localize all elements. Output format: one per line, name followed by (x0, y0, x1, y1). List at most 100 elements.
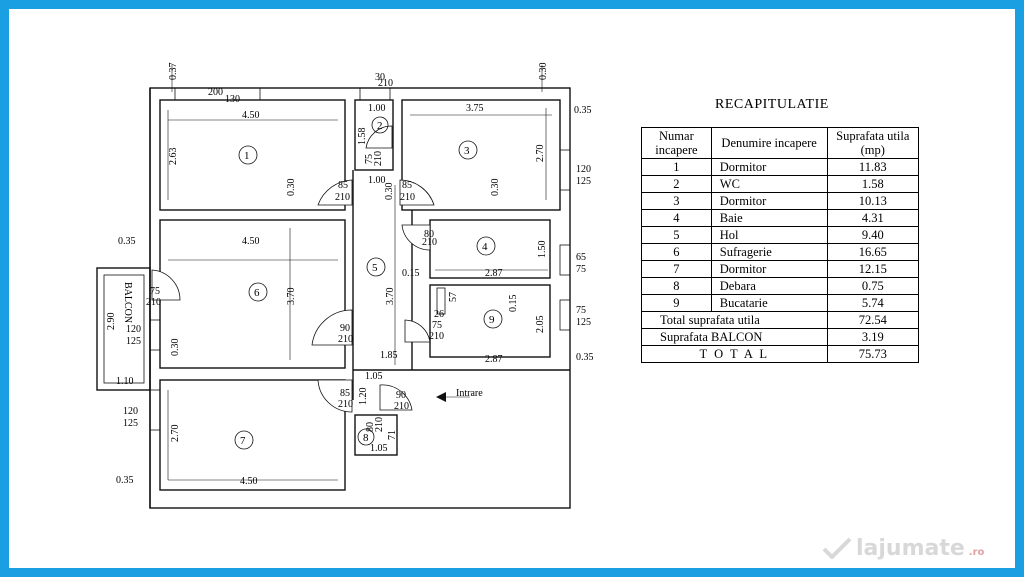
dim-210-8: 210 (374, 417, 385, 432)
dim-370-6: 3.70 (286, 288, 297, 306)
dim-210-3: 210 (400, 192, 415, 203)
dim-210-4: 210 (422, 237, 437, 248)
dim-210-9: 210 (429, 331, 444, 342)
recap-header-row: Numar incapere Denumire incapere Suprafa… (641, 127, 920, 159)
dim-210-e: 210 (394, 401, 409, 412)
window-4 (559, 244, 571, 276)
watermark-text: lajumate (856, 535, 965, 561)
dim-210: 210 (378, 78, 393, 89)
row-name: Sufragerie (710, 243, 828, 261)
dim-125-3: 125 (576, 176, 591, 187)
dim-65: 65 (576, 252, 586, 263)
room-6-circle (248, 282, 268, 302)
row-name: Dormitor (710, 158, 828, 176)
dim-85-3: 85 (402, 180, 412, 191)
row-area: 4.31 (826, 209, 920, 227)
room-number-3: 3 (464, 145, 470, 157)
dim-130: 130 (225, 94, 240, 105)
dim-85-1: 85 (338, 180, 348, 191)
cabinet-9 (436, 287, 446, 315)
watermark-logo-icon (822, 537, 852, 559)
recap-table: Numar incapere Denumire incapere Suprafa… (641, 127, 920, 363)
row-number: 7 (641, 260, 712, 278)
window-7 (149, 389, 161, 431)
dim-210-6: 210 (338, 334, 353, 345)
dim-75-4: 75 (576, 264, 586, 275)
dim-210-wc: 210 (373, 151, 384, 166)
balcon-label-cell: Suprafata BALCON (641, 328, 828, 346)
room-3-circle (458, 140, 478, 160)
row-area: 9.40 (826, 226, 920, 244)
header-suprafata: Suprafata utila (mp) (826, 127, 920, 159)
room-8-circle (357, 428, 375, 446)
window-6 (149, 319, 161, 351)
row-number: 8 (641, 277, 712, 295)
dim-210-7: 210 (338, 399, 353, 410)
row-area: 10.13 (826, 192, 920, 210)
room-number-7: 7 (240, 435, 246, 447)
header-numar: Numar incapere (641, 127, 712, 159)
balcony-inner (103, 274, 145, 384)
row-area: 1.58 (826, 175, 920, 193)
dim-270-3: 2.70 (535, 145, 546, 163)
room-7-circle (234, 430, 254, 450)
row-number: 3 (641, 192, 712, 210)
room-number-1: 1 (244, 150, 250, 162)
dim-035-r: 0.35 (574, 105, 592, 116)
door-2 (365, 125, 393, 149)
dim-57: 57 (448, 292, 459, 302)
dim-035-7: 0.35 (116, 475, 134, 486)
row-name: Dormitor (710, 260, 828, 278)
dim-80-8: 80 (365, 422, 376, 432)
dim-263: 2.63 (168, 148, 179, 166)
dim-80-4: 80 (424, 229, 434, 240)
recap-total-row: T O T A L 75.73 (641, 345, 920, 363)
room-4-circle (476, 236, 496, 256)
dim-210-bal: 210 (146, 297, 161, 308)
dim-030-3: 0.30 (490, 179, 501, 197)
dim-75-wc: 75 (364, 154, 375, 164)
balcon-value: 3.19 (826, 328, 920, 346)
dim-035-r2: 0.35 (576, 352, 594, 363)
row-area: 16.65 (826, 243, 920, 261)
dim-150: 1.50 (537, 241, 548, 259)
row-name: Bucatarie (710, 294, 828, 312)
dim-030-1: 0.30 (286, 179, 297, 197)
dim-125-bal: 125 (126, 336, 141, 347)
watermark-tld: .ro (968, 546, 985, 558)
row-area: 11.83 (826, 158, 920, 176)
row-name: WC (710, 175, 828, 193)
room-number-9: 9 (489, 314, 495, 326)
dim-370-h: 3.70 (385, 288, 396, 306)
room-7-outline (159, 379, 346, 491)
dim-105-b: 1.05 (370, 443, 388, 454)
dim-450-1: 4.50 (242, 110, 260, 121)
door-4 (401, 224, 431, 251)
recap-total-util-row: Total suprafata utila 72.54 (641, 311, 920, 329)
room-1-circle (238, 145, 258, 165)
dim-75-9: 75 (432, 320, 442, 331)
dim-71: 71 (387, 430, 398, 440)
door-6 (311, 309, 353, 346)
recap-title: RECAPITULATIE (715, 97, 829, 112)
dim-030-h: 0.30 (384, 183, 395, 201)
dim-290: 2.90 (106, 313, 117, 331)
dim-015-a: 0.15 (402, 268, 420, 279)
dim-015-b: 0.15 (508, 295, 519, 313)
room-8-outline (354, 414, 398, 456)
outer-wall (149, 87, 571, 509)
row-area: 5.74 (826, 294, 920, 312)
dim-205: 2.05 (535, 316, 546, 334)
room-number-5: 5 (372, 262, 378, 274)
total-value: 75.73 (826, 345, 920, 363)
dim-90-6: 90 (340, 323, 350, 334)
watermark: lajumate .ro (822, 534, 984, 562)
dim-030-6: 0.30 (170, 339, 181, 357)
room-number-4: 4 (482, 241, 488, 253)
